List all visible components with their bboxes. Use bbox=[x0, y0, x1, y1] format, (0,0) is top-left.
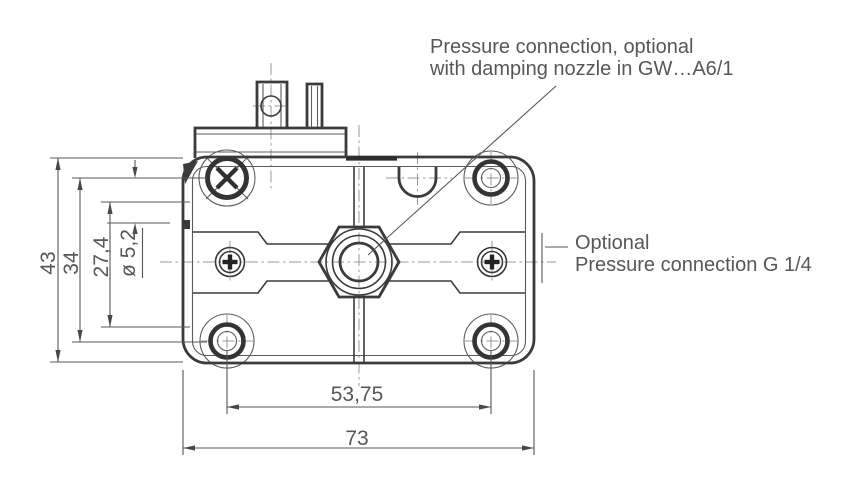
note-right-line1: Optional bbox=[575, 232, 650, 254]
terminal-block bbox=[193, 80, 348, 158]
leader-lines bbox=[367, 85, 568, 283]
screw-left bbox=[214, 246, 246, 278]
keyhole-cutout-top-right bbox=[463, 150, 519, 206]
connector-screw-hole bbox=[260, 95, 282, 117]
note-top-line1: Pressure connection, optional bbox=[430, 36, 694, 58]
dim-label-53-75: 53,75 bbox=[330, 383, 384, 406]
note-optional-right: Optional Pressure connection G 1/4 bbox=[575, 232, 812, 276]
screw-right bbox=[476, 246, 508, 278]
dimension-34 bbox=[72, 177, 207, 343]
center-pressure-port bbox=[317, 225, 401, 299]
housing-body bbox=[181, 155, 536, 365]
note-top-line2: with damping nozzle in GW…A6/1 bbox=[430, 58, 734, 80]
hole-top-right bbox=[472, 159, 510, 197]
dimension-27-4 bbox=[101, 201, 190, 328]
dim-label-diameter-5-2: ø 5,2 bbox=[117, 229, 140, 277]
note-pressure-connection-top: Pressure connection, optional with dampi… bbox=[430, 36, 733, 80]
dimension-43 bbox=[50, 157, 183, 363]
right-pocket bbox=[389, 231, 525, 245]
leader-top-note bbox=[367, 85, 557, 256]
left-pocket bbox=[193, 231, 329, 245]
centerlines bbox=[160, 63, 556, 386]
dimension-73 bbox=[182, 370, 535, 455]
note-right-line2: Pressure connection G 1/4 bbox=[575, 254, 812, 276]
dim-label-27-4: 27,4 bbox=[90, 236, 113, 278]
connector-pin bbox=[305, 82, 324, 128]
connector-tab bbox=[255, 80, 289, 128]
dim-label-73: 73 bbox=[345, 427, 369, 450]
dimension-hole-diameter bbox=[107, 160, 170, 278]
side-screws bbox=[214, 246, 508, 278]
dim-label-43: 43 bbox=[37, 251, 60, 275]
dimension-53-75 bbox=[226, 350, 492, 414]
dim-label-34: 34 bbox=[60, 251, 83, 275]
screw-top-left bbox=[205, 156, 249, 200]
inner-plate bbox=[191, 149, 527, 369]
top-notch bbox=[397, 167, 438, 198]
